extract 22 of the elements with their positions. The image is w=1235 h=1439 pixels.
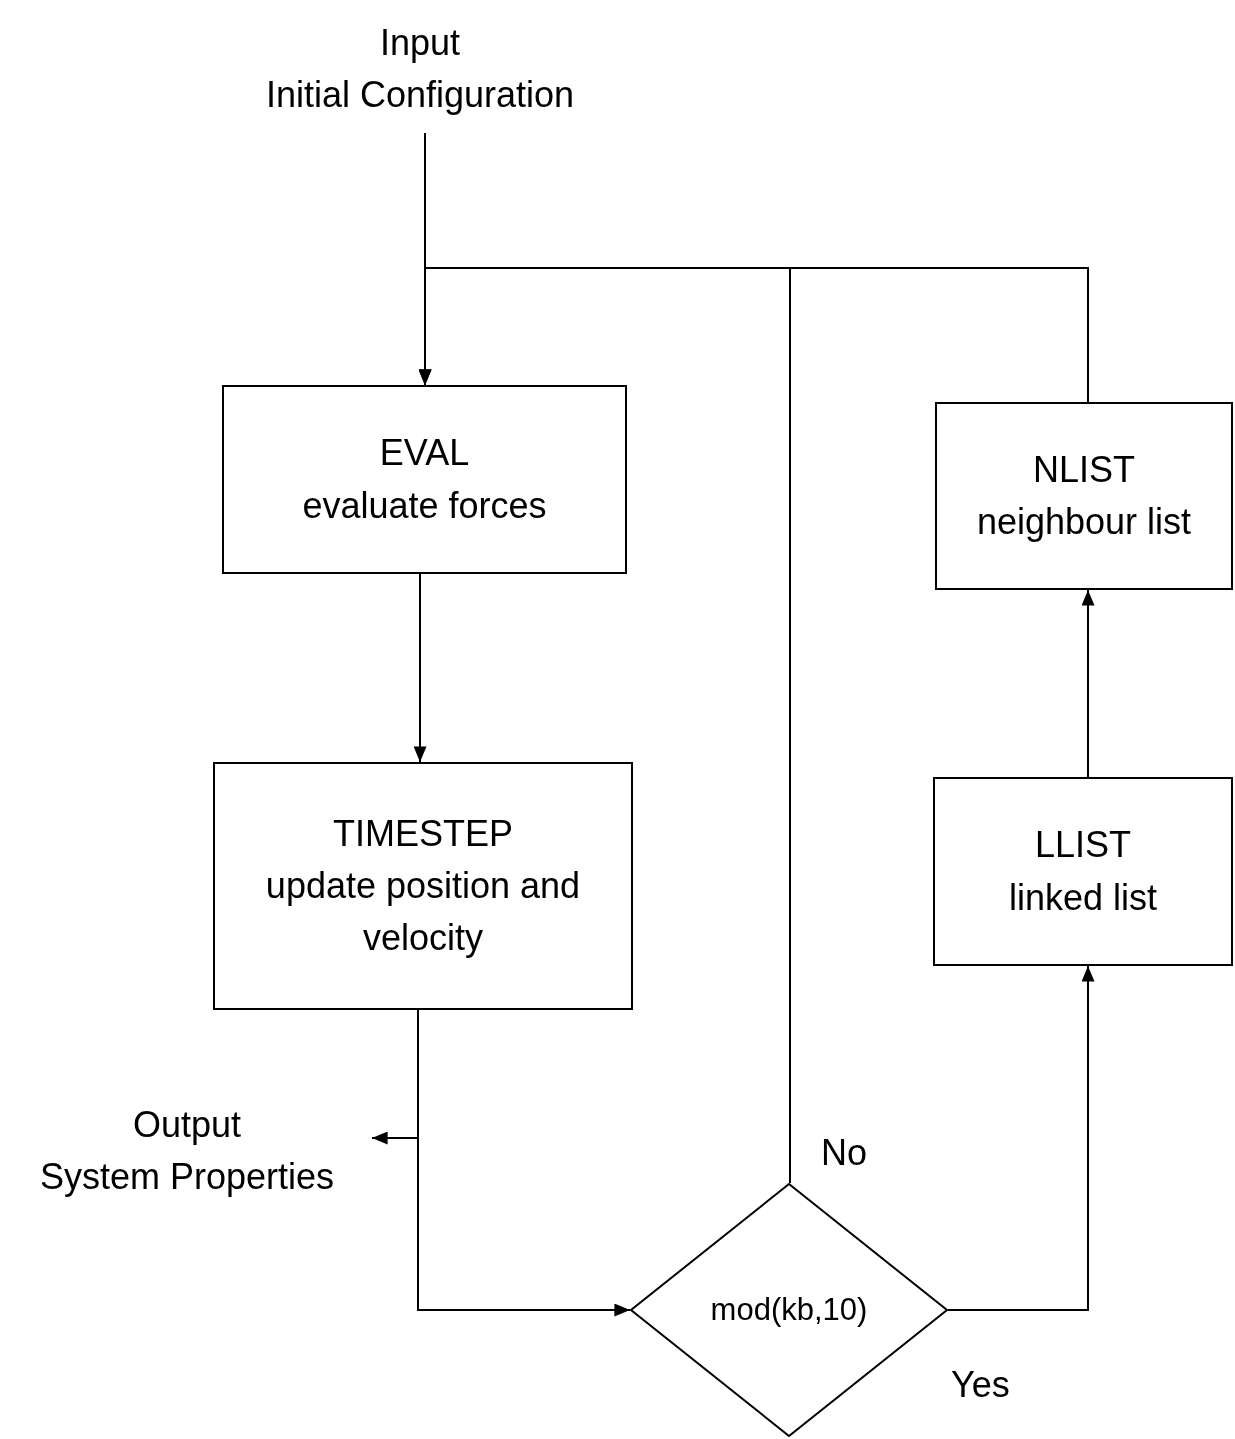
condition-text: mod(kb,10) [709, 1290, 869, 1329]
box-title: LLIST [1033, 823, 1132, 868]
box-title: NLIST [1032, 447, 1136, 492]
arrow [418, 267, 1089, 403]
process-box [213, 762, 633, 1010]
arrow [947, 965, 1095, 1311]
io-title: Output [131, 1102, 243, 1147]
process-box [935, 402, 1233, 590]
io-text: System Properties [38, 1155, 336, 1199]
io-text: Initial Configuration [264, 73, 576, 117]
box-text: linked list [1007, 875, 1159, 920]
box-title: EVAL [378, 431, 471, 476]
decision-diamond [630, 1183, 948, 1437]
process-box [933, 777, 1233, 966]
arrow [413, 573, 427, 763]
io-title: Input [378, 20, 462, 65]
box-text: evaluate forces [301, 483, 548, 528]
box-text: update position and velocity [264, 863, 582, 961]
box-title: TIMESTEP [332, 811, 514, 856]
arrow [1081, 589, 1095, 778]
box-text: neighbour list [975, 500, 1193, 544]
process-box [222, 385, 627, 574]
